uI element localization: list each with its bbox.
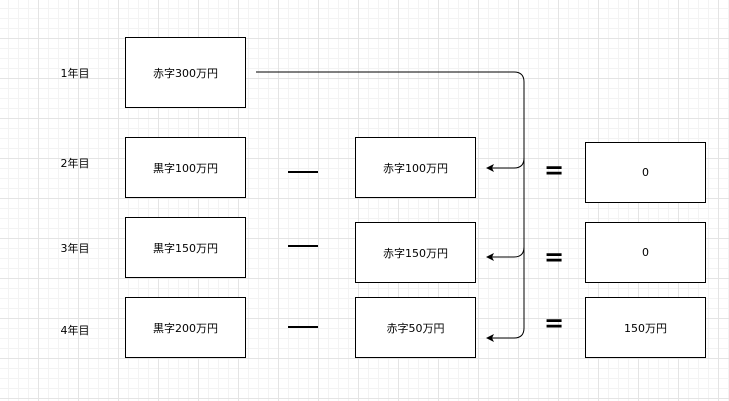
- year1-deficit-label: 赤字300万円: [153, 66, 218, 80]
- carryforward-trunk: [256, 71, 525, 328]
- year-label-2: 2年目: [60, 157, 90, 170]
- arrow-to-year2: [486, 157, 525, 172]
- year3-profit-label: 黒字150万円: [153, 241, 218, 255]
- year-label-1: 1年目: [60, 67, 90, 80]
- year4-result-box: 150万円: [585, 297, 706, 358]
- arrow-to-year4: [486, 327, 525, 342]
- year4-offset-label: 赤字50万円: [386, 321, 445, 335]
- equals-sign-2: =: [544, 156, 565, 184]
- year2-result-label: 0: [642, 166, 649, 179]
- year3-offset-label: 赤字150万円: [383, 246, 448, 260]
- minus-sign-3: [288, 245, 318, 247]
- year4-profit-label: 黒字200万円: [153, 321, 218, 335]
- year3-result-box: 0: [585, 222, 706, 283]
- minus-sign-4: [288, 326, 318, 328]
- year3-offset-box: 赤字150万円: [355, 222, 476, 283]
- year3-result-label: 0: [642, 246, 649, 259]
- year2-result-box: 0: [585, 142, 706, 203]
- year4-offset-box: 赤字50万円: [355, 297, 476, 358]
- year2-offset-box: 赤字100万円: [355, 137, 476, 198]
- year2-profit-label: 黒字100万円: [153, 161, 218, 175]
- minus-sign-2: [288, 171, 318, 173]
- year3-profit-box: 黒字150万円: [125, 217, 246, 278]
- equals-sign-4: =: [544, 309, 565, 337]
- year2-profit-box: 黒字100万円: [125, 137, 246, 198]
- year-label-3: 3年目: [60, 242, 90, 255]
- equals-sign-3: =: [544, 243, 565, 271]
- year4-result-label: 150万円: [624, 321, 667, 335]
- year2-offset-label: 赤字100万円: [383, 161, 448, 175]
- arrow-to-year3: [486, 246, 525, 261]
- year4-profit-box: 黒字200万円: [125, 297, 246, 358]
- year-label-4: 4年目: [60, 324, 90, 337]
- year1-deficit-box: 赤字300万円: [125, 37, 246, 108]
